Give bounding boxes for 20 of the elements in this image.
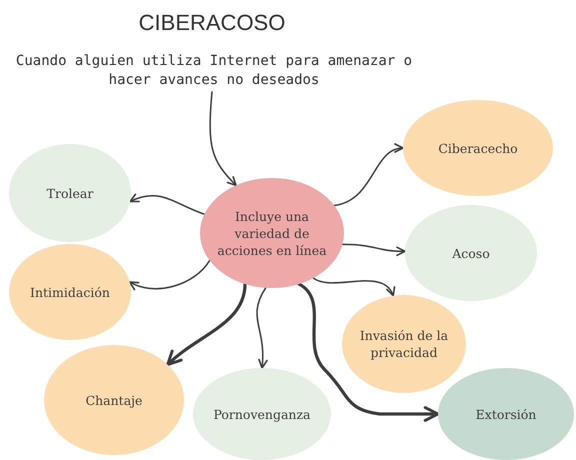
arrow bbox=[334, 144, 404, 206]
node-label: Chantaje bbox=[86, 392, 142, 408]
node-label: Ciberacecho bbox=[438, 140, 518, 156]
node-label: Trolear bbox=[46, 184, 94, 202]
node-label: Acoso bbox=[452, 244, 490, 262]
arrow bbox=[297, 282, 440, 422]
arrow bbox=[129, 194, 206, 215]
node-label: Pornovenganza bbox=[213, 406, 311, 422]
node-label: Intimidación bbox=[30, 284, 110, 300]
arrow bbox=[342, 244, 406, 256]
node-label: Extorsión bbox=[476, 406, 536, 422]
subtitle: Cuando alguien utiliza Internet para amenazar o hacer avances no deseados bbox=[14, 52, 414, 90]
node-label: Incluye una variedad de acciones en línea bbox=[216, 208, 328, 258]
title: CIBERACOSO bbox=[138, 9, 286, 37]
arrow bbox=[166, 282, 247, 366]
arrow bbox=[128, 260, 210, 290]
arrow bbox=[312, 277, 394, 297]
arrow bbox=[209, 91, 237, 186]
node-label: Invasión de la privacidad bbox=[358, 327, 450, 361]
arrow bbox=[256, 287, 268, 369]
